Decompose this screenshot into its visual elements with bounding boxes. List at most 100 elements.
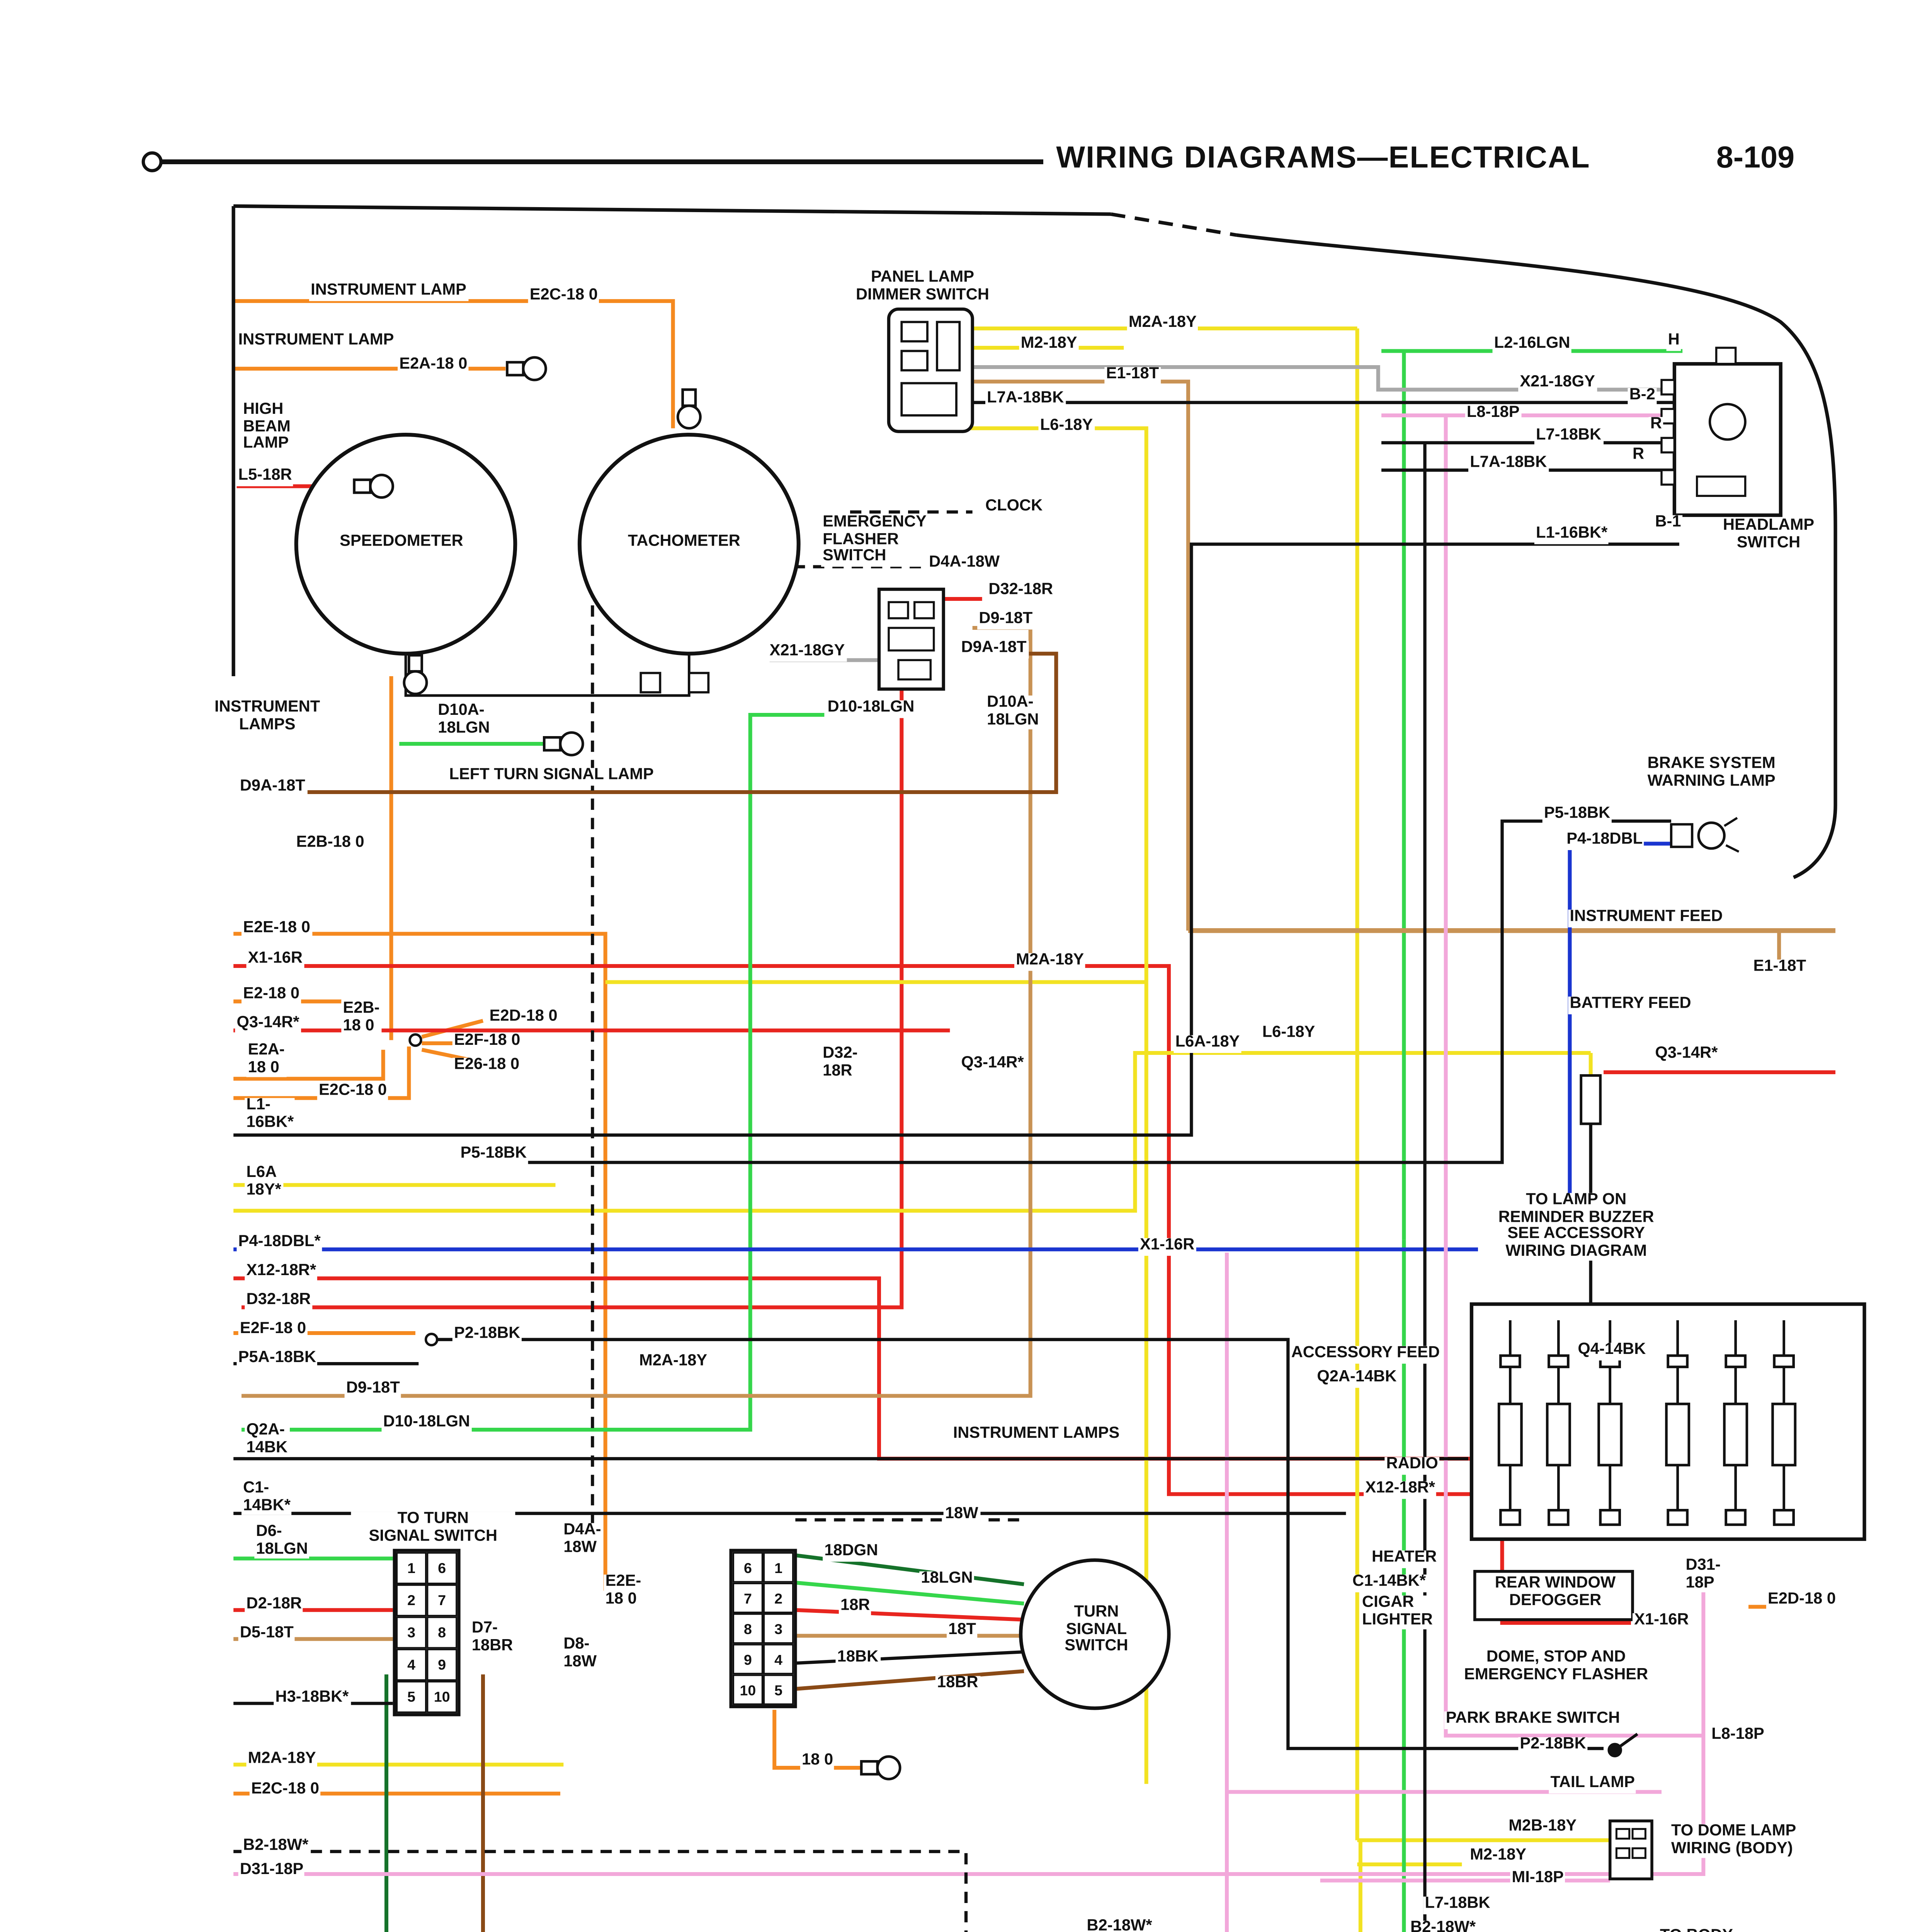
wire-c1-14bk-right: C1-14BK* (1350, 1574, 1428, 1592)
wire-x12-18r-left: X12-18R* (245, 1263, 318, 1281)
brake-warning-lamp (1670, 817, 1740, 853)
connector-pin: 4 (763, 1644, 794, 1675)
binder-hole-icon (141, 151, 163, 172)
wire-d5-18t: D5-18T (238, 1625, 296, 1643)
rear-window-defogger-label: REAR WINDOW DEFOGGER (1495, 1575, 1616, 1609)
wire-d31-18p-left: D31-18P (238, 1862, 305, 1880)
wire-x21-18gy-top: X21-18GY (1518, 374, 1597, 392)
wire-q3-14r-left: Q3-14R* (235, 1015, 301, 1033)
diagram-boundary (231, 204, 1837, 879)
high-beam-lamp-label: HIGH BEAM LAMP (242, 401, 293, 453)
wire-d9a-18t-top: D9A-18T (959, 640, 1028, 658)
headlamp-switch-label: HEADLAMP SWITCH (1706, 517, 1831, 553)
wire-m2a-18y-left: M2A-18Y (246, 1751, 318, 1769)
to-body-wiring-note: TO BODY WIRING (1658, 1928, 1735, 1932)
connector-pin: 10 (427, 1681, 457, 1713)
wire-q3-14r-right: Q3-14R* (1653, 1046, 1719, 1064)
tachometer-label: TACHOMETER (628, 533, 740, 551)
wire-x1-16r-left: X1-16R (246, 951, 304, 969)
cigar-lighter-label: CIGAR LIGHTER (1360, 1594, 1435, 1629)
wire-18dgn: 18DGN (823, 1543, 880, 1561)
wire-x21-18gy-2: X21-18GY (768, 643, 847, 661)
wire-m2b-18y-right: M2B-18Y (1507, 1818, 1578, 1837)
rear-window-defogger-box (1473, 1570, 1634, 1621)
wire-e2e-18o-conn: E2E- 18 0 (604, 1573, 643, 1609)
connector-pin: 2 (396, 1584, 427, 1617)
wire-18t: 18T (947, 1622, 978, 1640)
wires-black (233, 401, 1679, 1924)
park-brake-switch-label: PARK BRAKE SWITCH (1444, 1711, 1622, 1728)
dome-lamp-connector (1608, 1819, 1653, 1881)
connector-pin: 6 (427, 1552, 457, 1585)
to-dome-lamp-note: TO DOME LAMP WIRING (BODY) (1669, 1823, 1798, 1858)
connector-pin: 8 (732, 1613, 764, 1644)
wire-h3-18bk: H3-18BK* (274, 1690, 350, 1708)
emergency-flasher-label: EMERGENCY FLASHER SWITCH (821, 514, 928, 566)
page-header-title: WIRING DIAGRAMS—ELECTRICAL (1056, 141, 1590, 176)
fuse-block (1469, 1302, 1866, 1541)
wire-q2a-14bk-left: Q2A- 14BK (245, 1422, 289, 1457)
connector-pin: 4 (396, 1648, 427, 1681)
instrument-lamps-mid-label: INSTRUMENT LAMPS (951, 1426, 1121, 1444)
tail-lamp-label: TAIL LAMP (1549, 1775, 1637, 1793)
headlamp-switch (1660, 347, 1782, 517)
headlamp-r1: R (1648, 416, 1664, 434)
wire-e2-18o: E2-18 0 (242, 986, 301, 1004)
connector-pin: 2 (763, 1582, 794, 1614)
wire-l6a-18y-mid: L6A-18Y (1173, 1034, 1242, 1052)
wire-18w: 18W (943, 1506, 980, 1524)
wire-d10-18lgn-top: D10-18LGN (826, 699, 916, 718)
wire-l7a-18bk-top: L7A-18BK (985, 390, 1066, 408)
wire-d10a-18lgn-left: D10A- 18LGN (436, 702, 492, 738)
wire-d7-18br-conn: D7- 18BR (470, 1620, 515, 1655)
header-rule (161, 159, 1044, 165)
left-turn-signal-lamp-label: LEFT TURN SIGNAL LAMP (447, 767, 655, 785)
wire-e2c-18o-left2: E2C-18 0 (249, 1781, 321, 1799)
bulb-e2a (507, 357, 546, 380)
wire-e2a-18o-left: E2A- 18 0 (246, 1042, 286, 1077)
wire-e2c-18o-left: E2C-18 0 (317, 1083, 389, 1100)
connector-pin: 5 (396, 1681, 427, 1713)
wire-d32-18r-left: D32-18R (245, 1292, 313, 1310)
wire-x1-16r-mid: X1-16R (1138, 1237, 1196, 1255)
wire-d32-18r-top: D32-18R (987, 582, 1055, 600)
turn-signal-switch-label: TURN SIGNAL SWITCH (1065, 1604, 1128, 1655)
wire-d6-18lgn: D6- 18LGN (254, 1524, 310, 1559)
wire-18br: 18BR (935, 1675, 980, 1693)
wire-x1-16r-right: X1-16R (1633, 1612, 1690, 1630)
wire-l6a-18y-left: L6A 18Y* (245, 1165, 283, 1200)
wire-x12-18r-right: X12-18R* (1364, 1480, 1437, 1498)
wire-p5-18bk-left: P5-18BK (459, 1146, 529, 1163)
connector-pin: 10 (732, 1674, 764, 1705)
wire-p2-18bk-right: P2-18BK (1518, 1736, 1588, 1754)
wire-p5a-18bk: P5A-18BK (236, 1350, 318, 1368)
park-brake-switch-icon (1607, 1733, 1638, 1757)
wire-e2f-18o-left: E2F-18 0 (238, 1321, 308, 1339)
connector-pin: 7 (732, 1582, 764, 1614)
wire-p2-18bk-left: P2-18BK (452, 1326, 522, 1344)
connector-pin: 6 (732, 1552, 764, 1583)
wire-q3-14r-mid: Q3-14R* (959, 1055, 1026, 1073)
connector-pin: 5 (763, 1674, 794, 1705)
wire-l7a-18bk-2: L7A-18BK (1468, 455, 1549, 473)
wire-l6-18y-top: L6-18Y (1038, 418, 1095, 436)
wire-e2a-18o-top: E2A-18 0 (398, 357, 469, 374)
wire-e2b-18o: E2B-18 0 (294, 835, 366, 853)
speedometer-label: SPEEDOMETER (340, 533, 463, 551)
wire-l1-16bk-left: L1- 16BK* (245, 1097, 296, 1132)
wire-d4a-18w-conn: D4A- 18W (562, 1522, 603, 1557)
wire-l8-18p-top: L8-18P (1465, 405, 1521, 423)
wire-b2-18w-right: B2-18W* (1408, 1920, 1478, 1932)
wire-m2a-18y-conn: M2A-18Y (638, 1353, 709, 1371)
instrument-lamp-label-1: INSTRUMENT LAMP (309, 282, 468, 301)
to-lamp-reminder-note: TO LAMP ON REMINDER BUZZER SEE ACCESSORY… (1478, 1192, 1675, 1261)
wire-e2f-18o-splice: E2F-18 0 (452, 1033, 522, 1051)
wire-18o: 18 0 (800, 1752, 835, 1770)
connector-pin: 1 (763, 1552, 794, 1583)
bulb-speedo (404, 655, 427, 694)
wire-l6-18y-mid: L6-18Y (1260, 1025, 1317, 1043)
wire-l7-18bk-right: L7-18BK (1423, 1896, 1492, 1914)
